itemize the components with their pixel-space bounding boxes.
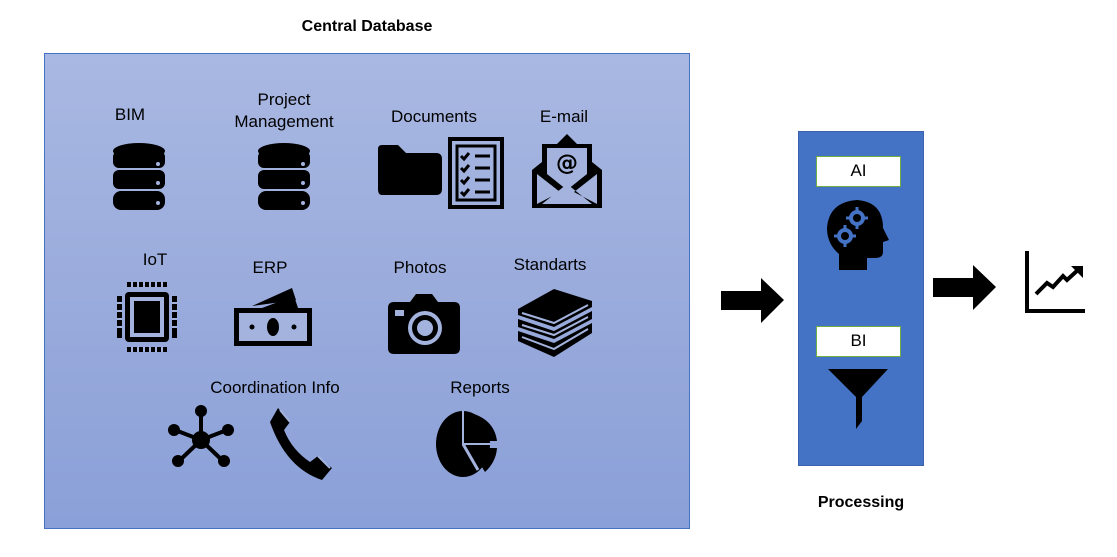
central-database-title: Central Database — [301, 18, 433, 35]
project-management-label: Project Management — [222, 89, 346, 133]
central-database-box — [44, 53, 690, 529]
project-management-label-line2: Management — [234, 112, 334, 131]
arrow-right-icon — [721, 278, 785, 323]
bi-tag: BI — [816, 326, 901, 357]
camera-icon — [388, 294, 460, 354]
erp-label: ERP — [252, 258, 288, 277]
funnel-icon — [828, 369, 888, 429]
network-icon — [166, 404, 236, 468]
documents-label: Documents — [391, 107, 477, 126]
processing-title: Processing — [817, 494, 905, 511]
database-icon — [112, 142, 166, 212]
database-icon — [257, 142, 311, 212]
reports-label: Reports — [450, 378, 510, 397]
svg-text:@: @ — [556, 151, 578, 176]
money-icon — [234, 288, 312, 346]
folder-icon — [376, 145, 442, 195]
trend-chart-icon — [1025, 251, 1087, 313]
standarts-label: Standarts — [513, 255, 587, 274]
ai-tag: AI — [816, 156, 901, 187]
books-icon — [516, 287, 594, 359]
arrow-right-icon — [933, 265, 997, 310]
phone-icon — [270, 408, 334, 480]
pie-chart-icon — [430, 410, 500, 478]
email-icon: @ — [530, 132, 604, 210]
project-management-label-line1: Project — [257, 90, 311, 109]
coordination-info-label: Coordination Info — [210, 378, 340, 397]
chip-icon — [117, 282, 177, 352]
checklist-icon — [448, 137, 504, 209]
bim-label: BIM — [114, 105, 146, 124]
iot-label: IoT — [142, 250, 168, 269]
email-label: E-mail — [539, 107, 589, 126]
head-gears-icon — [827, 200, 889, 270]
photos-label: Photos — [393, 258, 447, 277]
